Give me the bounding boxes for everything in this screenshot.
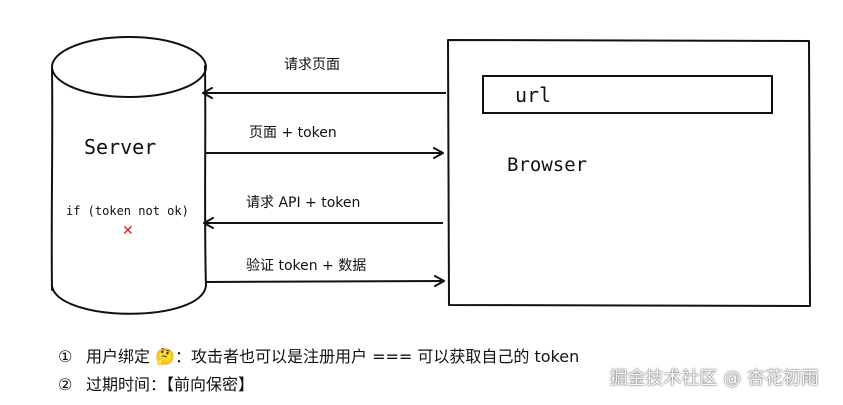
browser-window: url Browser bbox=[447, 39, 811, 307]
note-user-binding: ① 用户绑定 🤔：攻击者也可以是注册用户 === 可以获取自己的 token bbox=[58, 347, 579, 367]
verify-token-arrow: 验证 token + 数据 bbox=[205, 258, 445, 288]
verify-token-label: 验证 token + 数据 bbox=[246, 258, 366, 274]
verify-token-arrow-line bbox=[205, 275, 445, 288]
request-page-arrow: 请求页面 bbox=[202, 57, 446, 99]
server-label: Server bbox=[84, 135, 156, 159]
note-expiry-text: 过期时间：【前向保密】 bbox=[86, 375, 255, 394]
url-bar bbox=[482, 75, 773, 114]
request-api-arrow: 请求 API + token bbox=[203, 195, 443, 229]
server-condition: if (token not ok) bbox=[66, 204, 189, 218]
watermark: 掘金技术社区 @ 杏花初雨 bbox=[609, 368, 819, 389]
note-user-binding-number: ① bbox=[58, 347, 73, 366]
note-expiry: ② 过期时间：【前向保密】 bbox=[58, 375, 254, 395]
page-token-arrow: 页面 + token bbox=[205, 125, 444, 159]
server-cylinder-right-side bbox=[204, 65, 207, 287]
url-bar-text: url bbox=[515, 83, 551, 107]
request-api-label: 请求 API + token bbox=[246, 195, 360, 211]
server-cylinder: Server if (token not ok) ✕ bbox=[50, 36, 207, 315]
browser-label: Browser bbox=[507, 154, 587, 176]
server-cylinder-bottom bbox=[51, 285, 207, 315]
note-expiry-number: ② bbox=[58, 375, 73, 394]
request-page-label: 请求页面 bbox=[284, 57, 340, 73]
fail-x-icon: ✕ bbox=[122, 223, 134, 239]
note-user-binding-text: 用户绑定 🤔：攻击者也可以是注册用户 === 可以获取自己的 token bbox=[86, 347, 580, 366]
browser-frame bbox=[447, 39, 811, 307]
server-cylinder-left-side bbox=[50, 68, 54, 291]
page-token-label: 页面 + token bbox=[249, 125, 337, 141]
server-cylinder-top bbox=[51, 36, 207, 98]
